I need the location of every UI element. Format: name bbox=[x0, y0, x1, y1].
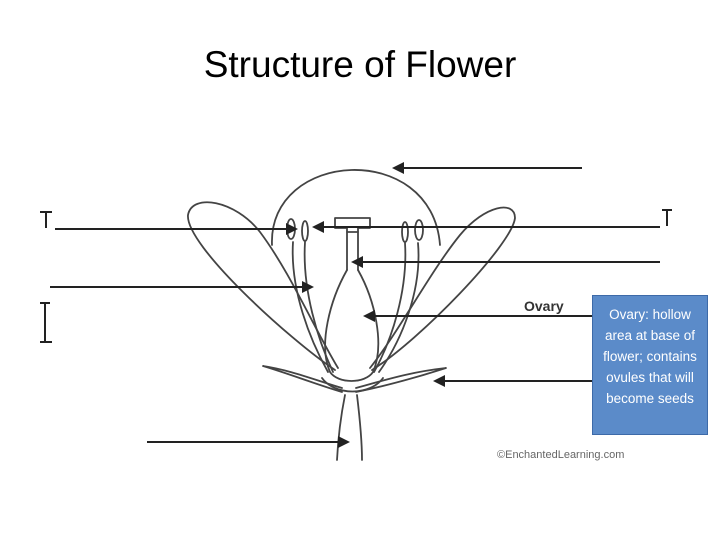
arrowhead bbox=[286, 223, 298, 235]
arrowhead bbox=[363, 310, 375, 322]
stem bbox=[336, 394, 363, 461]
arrowhead bbox=[338, 436, 350, 448]
ovary-callout-box: Ovary: hollow area at base of flower; co… bbox=[592, 295, 708, 435]
arrowhead bbox=[392, 162, 404, 174]
arrowhead bbox=[312, 221, 324, 233]
petal-center bbox=[271, 169, 441, 246]
callout-text: Ovary: hollow area at base of flower; co… bbox=[603, 307, 697, 406]
filament-right-1 bbox=[373, 242, 407, 373]
filament-left-2 bbox=[303, 241, 334, 373]
slide-title: Structure of Flower bbox=[203, 44, 517, 85]
sepal-left bbox=[262, 365, 343, 393]
anther-right-2 bbox=[414, 219, 424, 241]
watermark: ©EnchantedLearning.com bbox=[497, 449, 624, 461]
anther-left-2 bbox=[301, 220, 309, 242]
anther-right-1 bbox=[401, 221, 409, 243]
arrowhead bbox=[351, 256, 363, 268]
petal-left bbox=[187, 201, 339, 371]
ovary-label: Ovary bbox=[524, 298, 564, 314]
arrowhead bbox=[433, 375, 445, 387]
filament-left-1 bbox=[291, 241, 329, 373]
arrowhead bbox=[302, 281, 314, 293]
stigma bbox=[334, 217, 371, 233]
ovary-shape bbox=[324, 269, 380, 382]
petal-right bbox=[369, 206, 516, 371]
receptacle bbox=[321, 377, 384, 393]
filament-right-2 bbox=[378, 242, 420, 373]
